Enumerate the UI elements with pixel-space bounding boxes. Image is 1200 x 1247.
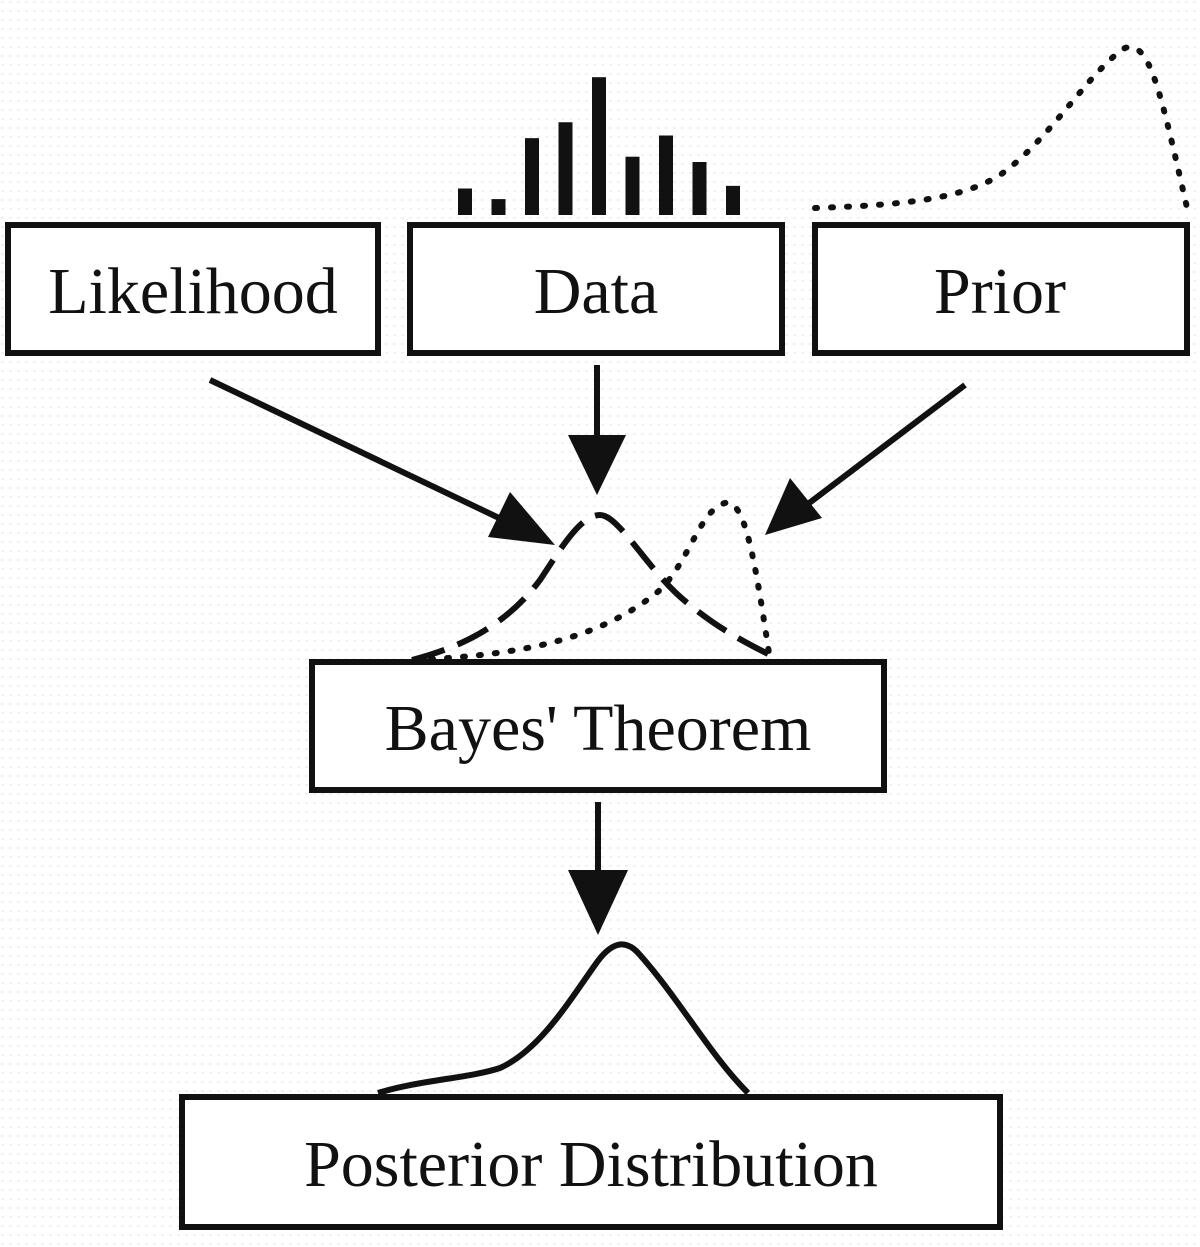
bayes-label: Bayes' Theorem [385, 692, 812, 765]
data-box [407, 222, 785, 356]
data-histogram [458, 77, 740, 215]
bayes-box [309, 659, 887, 793]
histogram-bar [625, 156, 640, 215]
histogram-bar [692, 162, 707, 215]
arrowhead-data [568, 435, 626, 495]
histogram-bar [726, 185, 740, 215]
likelihood-box [5, 222, 381, 356]
histogram-bar [659, 135, 673, 215]
likelihood-curve [411, 511, 782, 663]
posterior-label: Posterior Distribution [304, 1128, 878, 1201]
posterior-curve [377, 941, 751, 1096]
arrowhead-prior [765, 478, 822, 535]
prior-box [812, 222, 1190, 356]
posterior-box [179, 1094, 1003, 1230]
arrowhead-posterior [568, 870, 628, 935]
histogram-bar [458, 188, 472, 215]
arrow-prior-to-bayes [798, 382, 967, 513]
histogram-bar [491, 199, 506, 215]
histogram-bar [558, 122, 573, 215]
arrow-likelihood-to-bayes [208, 377, 522, 531]
prior-curve-top [812, 44, 1191, 215]
prior-label: Prior [934, 255, 1066, 328]
histogram-bar [525, 138, 539, 215]
data-label: Data [534, 255, 659, 328]
likelihood-label: Likelihood [48, 255, 338, 328]
histogram-bar [592, 77, 606, 215]
prior-curve-middle [412, 499, 773, 663]
arrowhead-likelihood [488, 492, 555, 545]
